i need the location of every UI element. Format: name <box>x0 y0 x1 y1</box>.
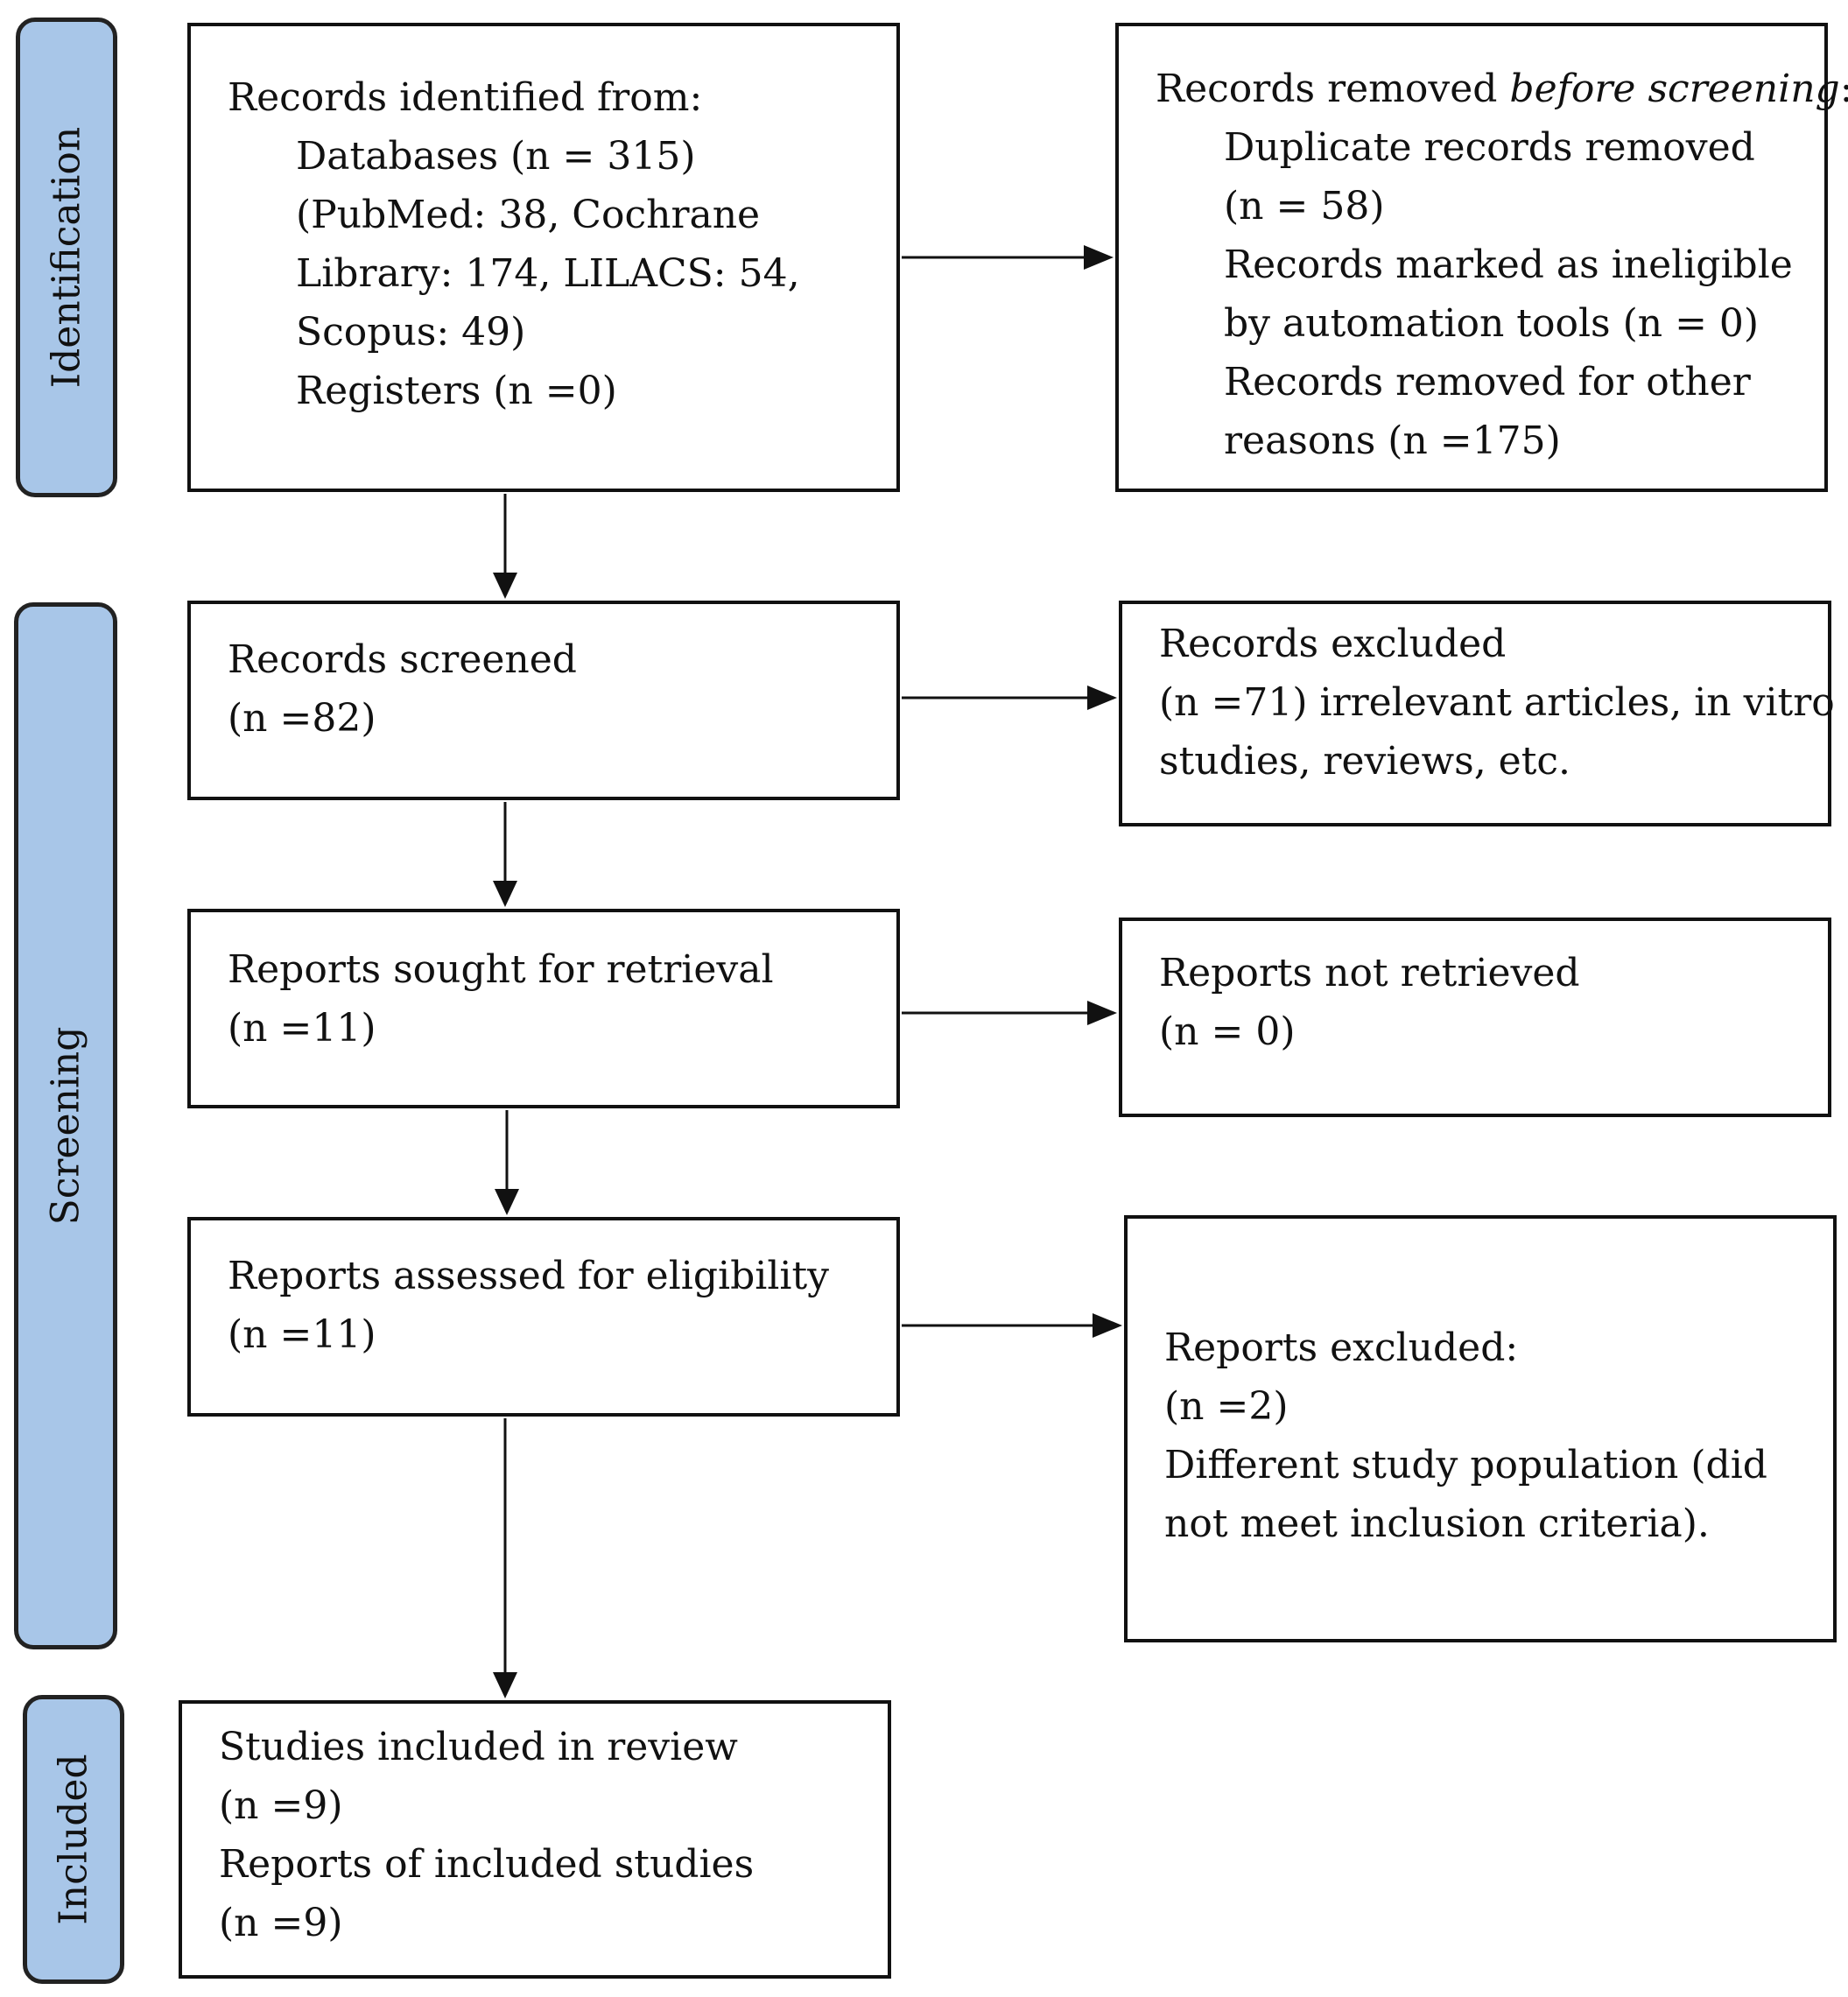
reports-not-retrieved-count: (n = 0) <box>1159 1009 1296 1054</box>
arrowhead-sought-to-assessed <box>495 1189 519 1215</box>
ineligible-label: Records marked as ineligible <box>1224 243 1793 287</box>
reports-assessed-count: (n =11) <box>228 1312 376 1357</box>
studies-included-count: (n =9) <box>219 1783 343 1828</box>
reports-sought-box: Reports sought for retrieval (n =11) <box>187 909 900 1108</box>
studies-included-box: Studies included in review (n =9) Report… <box>179 1700 891 1979</box>
records-screened-count: (n =82) <box>228 696 376 741</box>
records-removed-title-suffix: : <box>1840 67 1848 111</box>
reports-sought-count: (n =11) <box>228 1006 376 1051</box>
other-reasons-count: reasons (n =175) <box>1224 418 1561 463</box>
records-identified-title: Records identified from: <box>228 75 703 120</box>
arrowhead-assessed-to-excluded <box>1093 1313 1122 1338</box>
duplicates-count: (n = 58) <box>1224 184 1385 229</box>
other-reasons-label: Records removed for other <box>1224 360 1751 404</box>
databases-breakdown-3: Scopus: 49) <box>296 310 526 355</box>
arrowhead-screened-to-excluded <box>1087 686 1117 710</box>
databases-breakdown-1: (PubMed: 38, Cochrane <box>296 193 761 237</box>
reports-included-count: (n =9) <box>219 1901 343 1945</box>
records-excluded-title: Records excluded <box>1159 622 1507 666</box>
reports-included-title: Reports of included studies <box>219 1842 755 1887</box>
reports-excluded-reason-2: not meet inclusion criteria). <box>1164 1501 1710 1546</box>
stage-included: Included <box>23 1695 124 1984</box>
reports-excluded-reason-1: Different study population (did <box>1164 1443 1767 1487</box>
registers-count: Registers (n =0) <box>296 369 617 413</box>
records-removed-title-italic: before screening <box>1509 67 1840 111</box>
arrowhead-identified-to-removed <box>1084 245 1114 270</box>
records-removed-title: Records removed before screening: <box>1156 60 1848 118</box>
reports-not-retrieved-box: Reports not retrieved (n = 0) <box>1119 918 1831 1117</box>
databases-count: Databases (n = 315) <box>296 134 696 179</box>
records-removed-title-prefix: Records removed <box>1156 67 1510 111</box>
duplicates-label: Duplicate records removed <box>1224 125 1755 170</box>
databases-breakdown-2: Library: 174, LILACS: 54, <box>296 251 800 296</box>
reports-assessed-box: Reports assessed for eligibility (n =11) <box>187 1217 900 1417</box>
reports-assessed-title: Reports assessed for eligibility <box>228 1254 830 1298</box>
studies-included-title: Studies included in review <box>219 1725 738 1769</box>
records-excluded-reason-2: studies, reviews, etc. <box>1159 739 1571 784</box>
records-screened-title: Records screened <box>228 637 577 682</box>
records-identified-box: Records identified from: Databases (n = … <box>187 23 900 492</box>
records-excluded-reason-1: (n =71) irrelevant articles, in vitro <box>1159 680 1835 725</box>
reports-excluded-box: Reports excluded: (n =2) Different study… <box>1124 1215 1837 1642</box>
reports-excluded-count: (n =2) <box>1164 1384 1289 1429</box>
reports-excluded-title: Reports excluded: <box>1164 1325 1519 1370</box>
reports-sought-title: Reports sought for retrieval <box>228 947 774 992</box>
stage-screening: Screening <box>14 602 117 1649</box>
stage-identification: Identification <box>16 18 117 497</box>
arrowhead-sought-to-not-retrieved <box>1087 1001 1117 1025</box>
reports-not-retrieved-title: Reports not retrieved <box>1159 951 1580 995</box>
arrowhead-screened-to-sought <box>493 881 517 907</box>
records-removed-box: Records removed before screening: Duplic… <box>1115 23 1848 492</box>
ineligible-count: by automation tools (n = 0) <box>1224 301 1760 346</box>
arrowhead-identified-to-screened <box>493 573 517 599</box>
arrowhead-assessed-to-included <box>493 1672 517 1698</box>
records-screened-box: Records screened (n =82) <box>187 601 900 800</box>
records-excluded-box: Records excluded (n =71) irrelevant arti… <box>1119 601 1835 826</box>
